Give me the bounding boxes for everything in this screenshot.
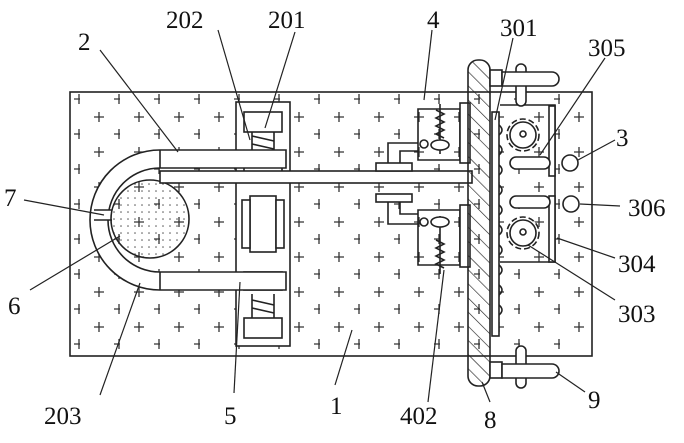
label-304: 304	[618, 251, 656, 278]
label-402: 402	[400, 403, 438, 430]
label-6: 6	[8, 293, 21, 320]
label-203: 203	[44, 403, 82, 430]
clamp-column	[236, 102, 290, 346]
rack	[492, 112, 499, 336]
label-303: 303	[618, 301, 656, 328]
connecting-rod	[160, 171, 472, 183]
label-7: 7	[4, 185, 17, 212]
hatched-plate	[468, 60, 490, 386]
label-201: 201	[268, 7, 306, 34]
label-5: 5	[224, 403, 237, 430]
label-4: 4	[427, 7, 440, 34]
label-3: 3	[616, 125, 629, 152]
label-305: 305	[588, 35, 626, 62]
label-306: 306	[628, 195, 666, 222]
dotted-pad	[111, 180, 189, 258]
label-1: 1	[330, 393, 343, 420]
label-202: 202	[166, 7, 204, 34]
label-9: 9	[588, 387, 601, 414]
label-301: 301	[500, 15, 538, 42]
label-2: 2	[78, 29, 91, 56]
label-8: 8	[484, 407, 497, 434]
